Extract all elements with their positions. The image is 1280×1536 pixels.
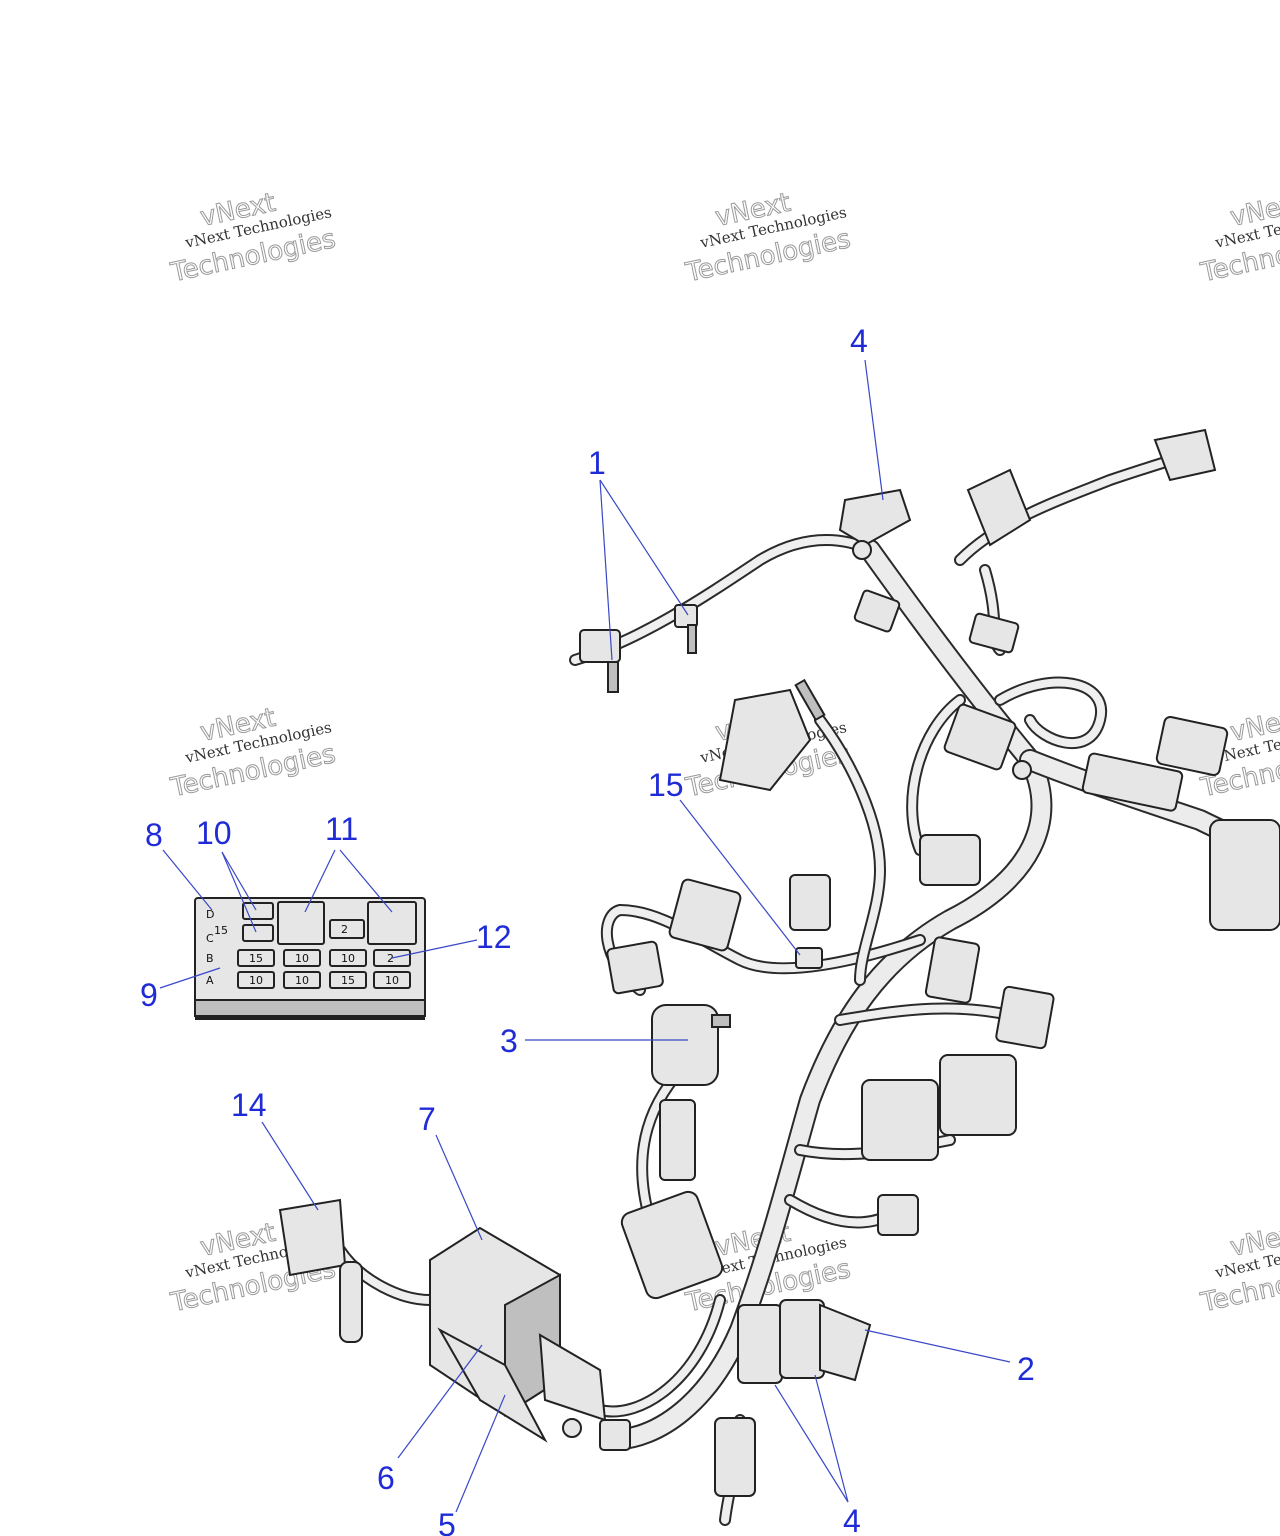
connector: [861, 1054, 1017, 1236]
fuse-value: 10: [249, 974, 263, 987]
callout-12: 12: [476, 919, 512, 955]
watermark-group: vNext vNext Technologies Technologies vN…: [167, 187, 1280, 1319]
callout-6: 6: [377, 1460, 395, 1496]
connector: [651, 1004, 731, 1086]
callout-3: 3: [500, 1023, 518, 1059]
connector: [714, 1299, 872, 1497]
connectors: [278, 428, 1280, 1497]
watermark: vNext vNext Technologies Technologies: [167, 187, 339, 289]
leader-lines: [159, 359, 1011, 1513]
fuse-value: 10: [295, 952, 309, 965]
callout-7: 7: [418, 1101, 436, 1137]
fuse-row-label: D: [206, 908, 214, 921]
fuse-value: 15: [249, 952, 263, 965]
callout-2: 2: [1017, 1351, 1035, 1387]
fuse-row-label: B: [206, 952, 214, 965]
connector: [1081, 715, 1280, 931]
fuse-row-label: A: [206, 974, 214, 987]
watermark: vNext vNext Technologies Technologies: [1197, 1217, 1280, 1319]
fuse-block-detail: D C B A 2 15 10 10 2 10 10 15 10 15: [194, 897, 426, 1020]
callouts: 1 2 3 4 4 5 6 7 8 9 10 11 12 14 15: [140, 323, 1035, 1536]
watermark: vNext vNext Technologies Technologies: [1197, 187, 1280, 289]
watermark: vNext vNext Technologies Technologies: [682, 187, 854, 289]
connector: [853, 589, 1032, 780]
callout-9: 9: [140, 977, 158, 1013]
callout-5: 5: [438, 1507, 456, 1536]
harness-clip: [599, 947, 823, 1451]
fuse-row-label: C: [206, 932, 214, 945]
callout-8: 8: [145, 817, 163, 853]
callout-15: 15: [648, 767, 684, 803]
fuse-value: 10: [341, 952, 355, 965]
fuse-value: 15: [214, 924, 228, 937]
callout-10: 10: [196, 815, 232, 851]
callout-4: 4: [843, 1503, 861, 1536]
callout-14: 14: [231, 1087, 267, 1123]
watermark: vNext vNext Technologies Technologies: [167, 702, 339, 804]
connector: [966, 428, 1217, 547]
fuse-value: 2: [341, 923, 348, 936]
connector: [606, 678, 1055, 1050]
callout-11: 11: [325, 811, 358, 847]
fuse-value: 2: [387, 952, 394, 965]
connector: [620, 1099, 724, 1300]
fuse-value: 10: [385, 974, 399, 987]
connector: [838, 488, 912, 560]
fuse-box: [429, 1226, 607, 1443]
connector-boot: [278, 1198, 363, 1343]
fuse-value: 10: [295, 974, 309, 987]
fuse-value: 15: [341, 974, 355, 987]
callout-1: 1: [588, 445, 606, 481]
harness-clip: [579, 604, 698, 693]
callout-4: 4: [850, 323, 868, 359]
